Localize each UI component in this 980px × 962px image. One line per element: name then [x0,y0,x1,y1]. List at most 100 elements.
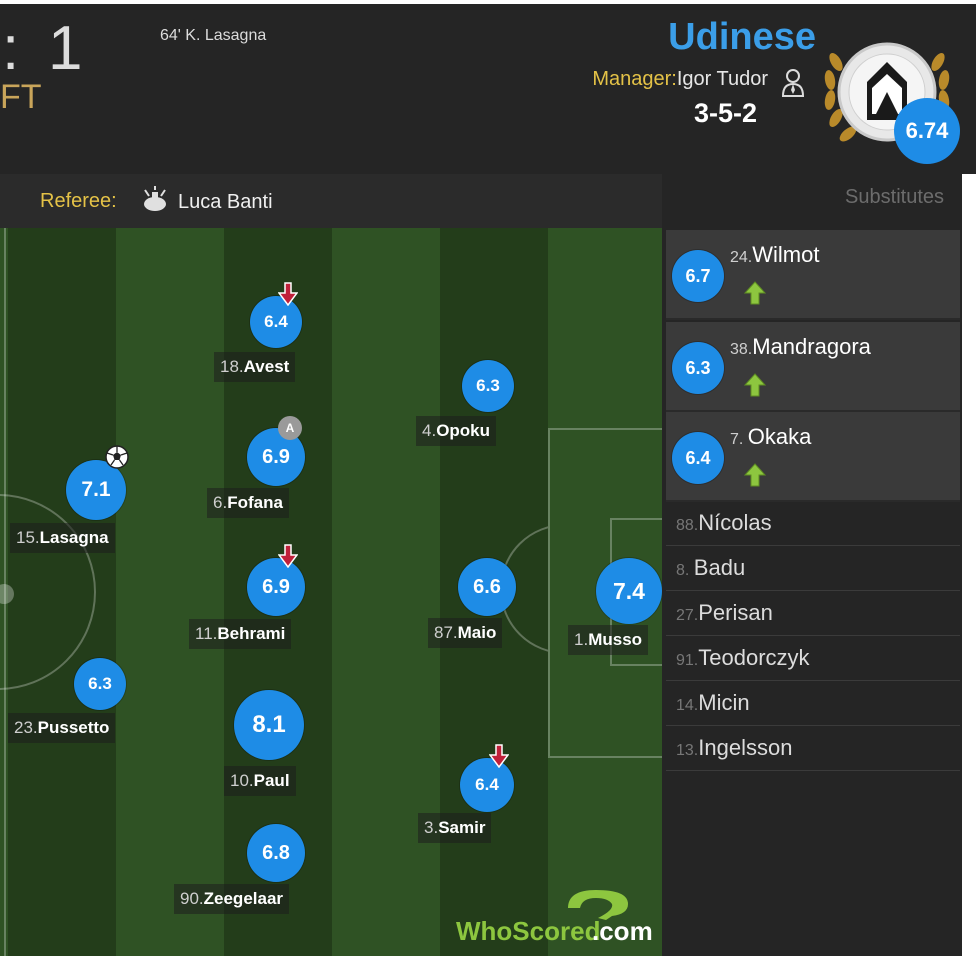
sub-on-arrow-icon [744,281,766,305]
bench-line: 8. Badu [676,555,745,581]
player-rating-bubble[interactable]: 7.1 [66,460,126,520]
shirt-number: 14. [676,697,699,714]
shirt-number: 3. [424,818,439,837]
bench-row[interactable]: 27.Perisan [666,592,960,636]
page-edge [962,174,980,962]
shirt-number: 7. [730,431,748,448]
shirt-number: 23. [14,718,38,737]
player-name: Perisan [698,600,773,625]
rating-bubble: 6.3 [672,342,724,394]
bench-line: 14.Micin [676,690,750,716]
sub-off-arrow-icon [278,282,298,306]
center-spot [0,584,14,604]
shirt-number: 18. [220,357,244,376]
whoscored-domain: .com [592,916,653,946]
captain-icon: A [278,416,302,440]
shirt-number: 38. [730,341,753,358]
player-name: Opoku [436,421,491,440]
center-line [4,228,6,956]
bench-row[interactable]: 8. Badu [666,547,960,591]
sub-name-line: 24.Wilmot [730,242,819,268]
match-header [0,4,976,174]
manager-label: Manager: [592,68,677,90]
away-score: 1 [48,14,83,83]
player-name: Mandragora [752,334,871,359]
player-name: Musso [588,630,643,649]
manager-name: Igor Tudor [676,68,768,90]
player-rating-bubble[interactable]: 6.8 [247,824,305,882]
match-status: FT [0,78,42,116]
bench-row[interactable]: 14.Micin [666,682,960,726]
player-name: Avest [243,357,290,376]
player-name: Micin [698,690,750,715]
player-label[interactable]: 1. Musso [568,625,649,655]
substitutes-title: Substitutes [845,186,944,208]
player-name: Paul [253,771,290,790]
goal-ball-icon [105,445,129,469]
player-rating-bubble[interactable]: 6.9 [247,558,305,616]
substitute-used-row[interactable]: 6.7 24.Wilmot [666,230,960,320]
formation: 3-5-2 [694,98,758,128]
player-rating-bubble[interactable]: 6.4 [460,758,514,812]
substitute-used-row[interactable]: 6.3 38.Mandragora [666,322,960,412]
sub-name-line: 7. Okaka [730,424,811,450]
player-name: Behrami [217,624,286,643]
referee-bar [0,174,662,228]
player-label[interactable]: 87.Maio [428,618,503,648]
sub-on-arrow-icon [744,373,766,397]
player-label[interactable]: 18.Avest [214,352,296,382]
player-label[interactable]: 4. Opoku [416,416,497,446]
team-rating: 6.74 [894,98,960,164]
shirt-number: 13. [676,742,699,759]
player-label[interactable]: 15.Lasagna [10,523,115,553]
team-name[interactable]: Udinese [668,16,816,58]
manager-row: Manager:Igor Tudor [592,68,768,91]
player-label[interactable]: 6. Fofana [207,488,289,518]
player-label[interactable]: 11.Behrami [189,619,292,649]
player-rating-bubble[interactable]: 6.3 [74,658,126,710]
shirt-number: 1. [574,630,589,649]
player-rating-bubble[interactable]: 6.6 [458,558,516,616]
shirt-number: 24. [730,249,753,266]
player-name: Zeegelaar [203,889,284,908]
player-label[interactable]: 23.Pussetto [8,713,116,743]
player-name: Fofana [227,493,283,512]
player-label[interactable]: 3. Samir [418,813,492,843]
substitute-used-row[interactable]: 6.4 7. Okaka [666,412,960,502]
sub-on-arrow-icon [744,463,766,487]
player-rating-bubble[interactable]: 8.1 [234,690,304,760]
player-name: Lasagna [39,528,109,547]
bench-row[interactable]: 13.Ingelsson [666,727,960,771]
sub-off-arrow-icon [278,544,298,568]
shirt-number: 15. [16,528,40,547]
player-name: Samir [438,818,486,837]
player-name: Okaka [747,424,812,449]
player-name: Pussetto [37,718,110,737]
shirt-number: 4. [422,421,437,440]
rating-bubble: 6.4 [672,432,724,484]
player-name: Wilmot [752,242,820,267]
shirt-number: 11. [195,624,218,643]
sub-off-arrow-icon [489,744,509,768]
referee-whistle-icon [144,186,166,211]
bench-row[interactable]: 88.Nícolas [666,502,960,546]
penalty-area [548,428,662,758]
player-rating-bubble[interactable]: 6.3 [462,360,514,412]
player-label[interactable]: 10.Paul [224,766,296,796]
referee-label: Referee: [40,190,117,212]
shirt-number: 8. [676,562,694,579]
shirt-number: 10. [230,771,254,790]
shirt-number: 88. [676,517,699,534]
whoscored-logo[interactable]: WhoScored .com [456,886,656,946]
player-label[interactable]: 90.Zeegelaar [174,884,290,914]
player-rating-bubble[interactable]: 7.4 [596,558,662,624]
sub-name-line: 38.Mandragora [730,334,871,360]
whoscored-text: WhoScored [456,916,600,946]
player-rating-bubble[interactable]: 6.4 [250,296,302,348]
bench-line: 27.Perisan [676,600,773,626]
player-name: Teodorczyk [698,645,810,670]
player-name: Ingelsson [698,735,793,760]
rating-bubble: 6.7 [672,250,724,302]
bench-row[interactable]: 91.Teodorczyk [666,637,960,681]
